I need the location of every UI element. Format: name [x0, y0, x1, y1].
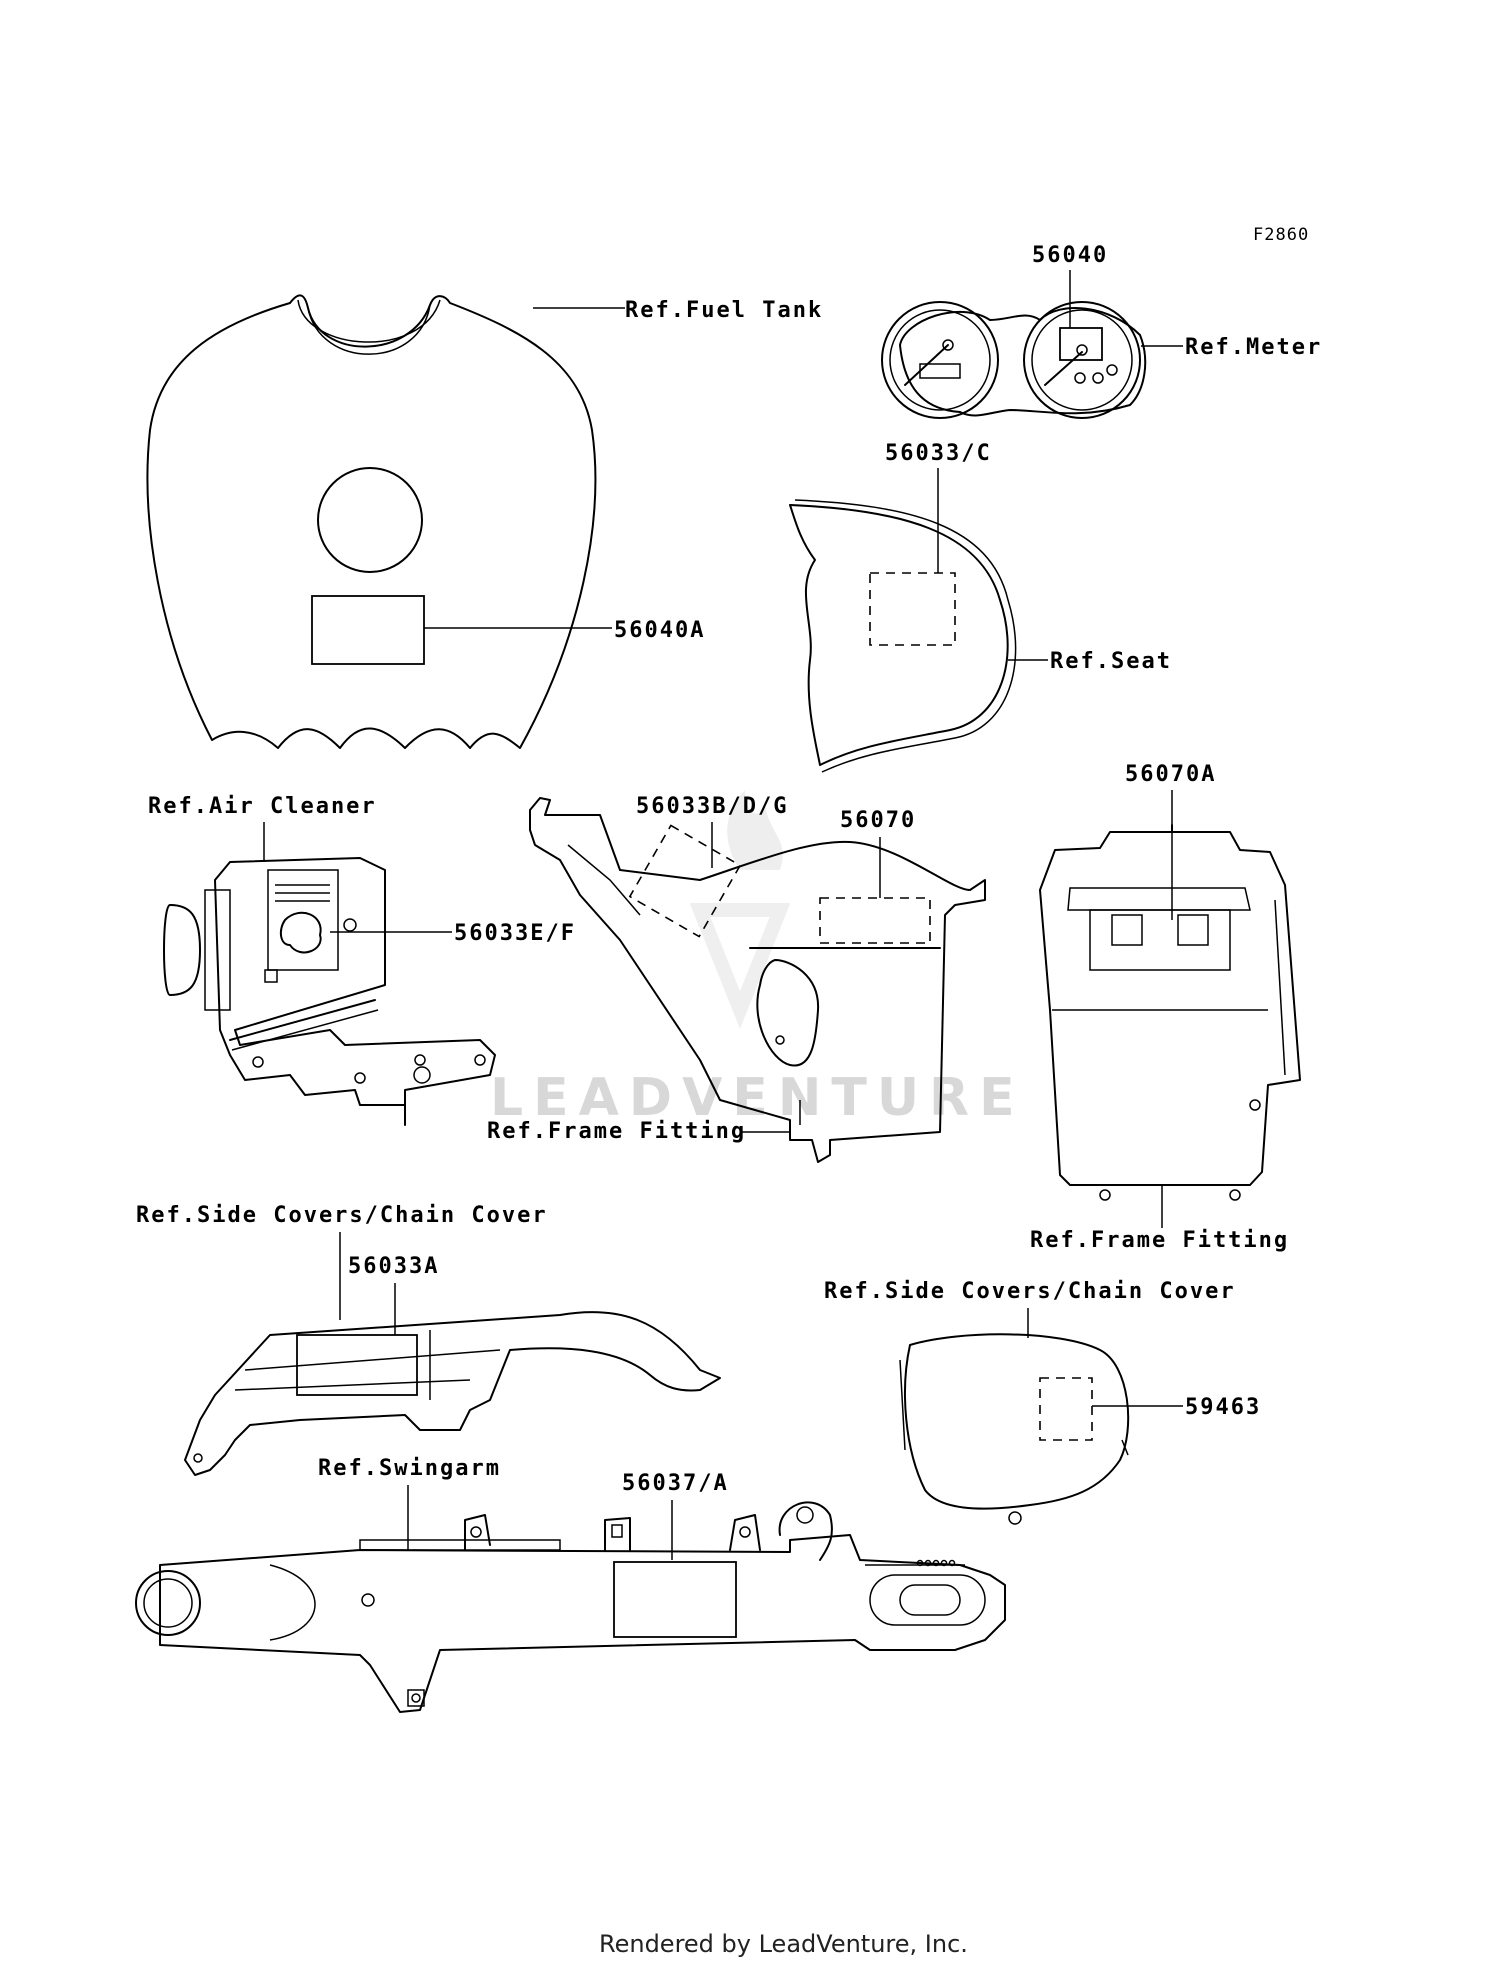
frame-fitting-1-ref-label: Ref.Frame Fitting — [487, 1119, 746, 1144]
watermark: LEADVENTURE — [490, 790, 1025, 1128]
watermark-text: LEADVENTURE — [490, 1068, 1025, 1128]
part-56033EF-label: 56033E/F — [454, 921, 576, 946]
label-56033C-box — [869, 572, 956, 646]
frame-fitting-right-drawing — [1039, 824, 1301, 1201]
footer-credit: Rendered by LeadVenture, Inc. — [599, 1930, 968, 1958]
label-56033BDG-box — [628, 824, 742, 938]
part-56040-label: 56040 — [1032, 243, 1108, 268]
part-56037A-label: 56037/A — [622, 1471, 729, 1496]
meter-drawing — [881, 301, 1147, 419]
air-cleaner-drawing — [163, 857, 496, 1126]
fuel-tank-drawing — [146, 294, 597, 749]
part-56070-label: 56070 — [840, 808, 916, 833]
label-59463-box — [1039, 1377, 1093, 1441]
side-cover-drawing — [899, 1333, 1130, 1525]
side-covers-2-ref-label: Ref.Side Covers/Chain Cover — [824, 1279, 1236, 1304]
watermark-flame-icon — [689, 790, 791, 1029]
label-56040A-box — [311, 595, 425, 665]
swingarm-ref-label: Ref.Swingarm — [318, 1456, 501, 1481]
label-56070-box — [819, 897, 931, 944]
chain-cover-drawing — [184, 1311, 721, 1476]
part-59463-label: 59463 — [1185, 1395, 1261, 1420]
seat-drawing — [789, 499, 1017, 773]
part-56033BDG-label: 56033B/D/G — [636, 794, 788, 819]
part-56033C-label: 56033/C — [885, 441, 992, 466]
seat-ref-label: Ref.Seat — [1050, 649, 1172, 674]
label-56040-box — [1059, 327, 1103, 361]
meter-ref-label: Ref.Meter — [1185, 335, 1322, 360]
fuel-tank-ref-label: Ref.Fuel Tank — [625, 298, 823, 323]
label-56037A-box — [613, 1561, 737, 1638]
side-covers-1-ref-label: Ref.Side Covers/Chain Cover — [136, 1203, 548, 1228]
frame-fitting-center-drawing — [529, 797, 986, 1163]
label-56033A-box — [296, 1334, 418, 1396]
figure-code: F2860 — [1253, 225, 1309, 245]
part-56033A-label: 56033A — [348, 1254, 439, 1279]
part-56070A-label: 56070A — [1125, 762, 1216, 787]
part-56040A-label: 56040A — [614, 618, 705, 643]
swingarm-drawing — [135, 1501, 1006, 1713]
frame-fitting-2-ref-label: Ref.Frame Fitting — [1030, 1228, 1289, 1253]
air-cleaner-ref-label: Ref.Air Cleaner — [148, 794, 377, 819]
